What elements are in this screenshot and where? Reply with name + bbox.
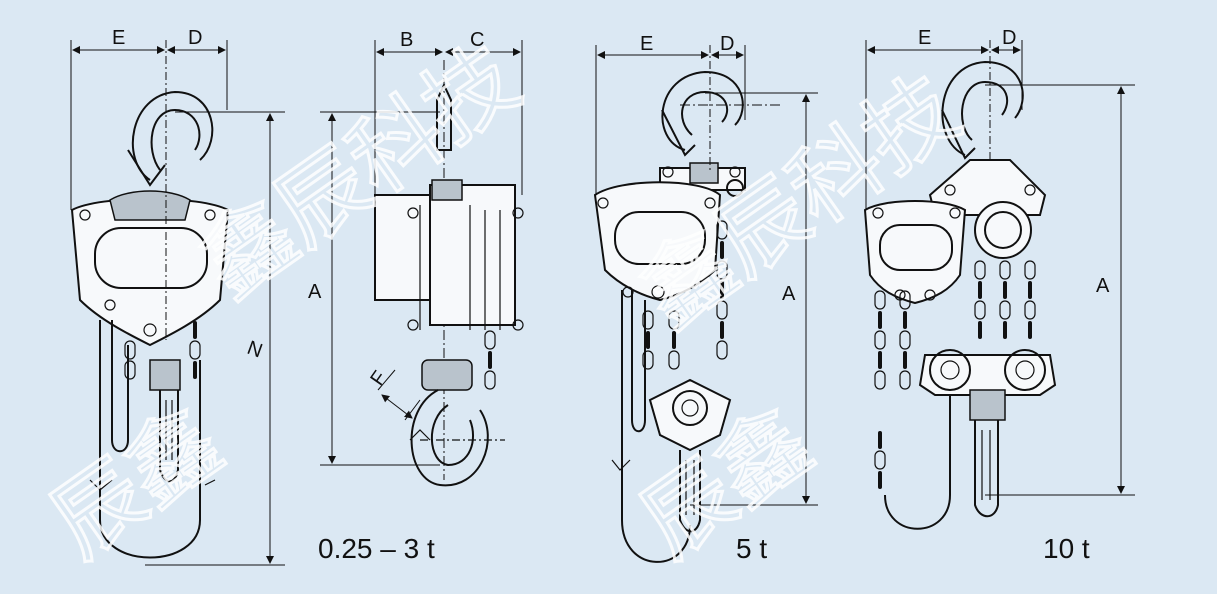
hoist-small-side-view bbox=[320, 40, 524, 487]
dim-label-d-3: D bbox=[1002, 27, 1016, 49]
hoist-medium-front-view bbox=[593, 45, 818, 563]
dim-label-d-2: D bbox=[720, 33, 734, 55]
dim-label-e-1: E bbox=[112, 27, 125, 49]
dim-label-e-3: E bbox=[918, 27, 931, 49]
caption-large-capacity: 10 t bbox=[1043, 533, 1090, 564]
dim-label-d-1: D bbox=[188, 27, 202, 49]
caption-medium-capacity: 5 t bbox=[736, 533, 767, 564]
dim-label-e-2: E bbox=[640, 33, 653, 55]
hoist-small-front-view bbox=[70, 40, 285, 566]
dim-label-c: C bbox=[470, 29, 484, 51]
caption-small-capacity: 0.25 – 3 t bbox=[318, 533, 435, 564]
watermark-bottom-right-text: 辰鑫 bbox=[622, 389, 830, 578]
hoist-large-front-view bbox=[863, 40, 1135, 530]
dim-label-f: F bbox=[366, 367, 391, 390]
dim-label-a-1: A bbox=[308, 281, 322, 303]
dim-label-n: N bbox=[244, 337, 265, 363]
dim-label-b: B bbox=[400, 29, 413, 51]
dim-label-a-2: A bbox=[782, 283, 796, 305]
dim-label-a-3: A bbox=[1096, 275, 1110, 297]
watermark-bottom-left-text: 辰鑫 bbox=[32, 389, 240, 578]
